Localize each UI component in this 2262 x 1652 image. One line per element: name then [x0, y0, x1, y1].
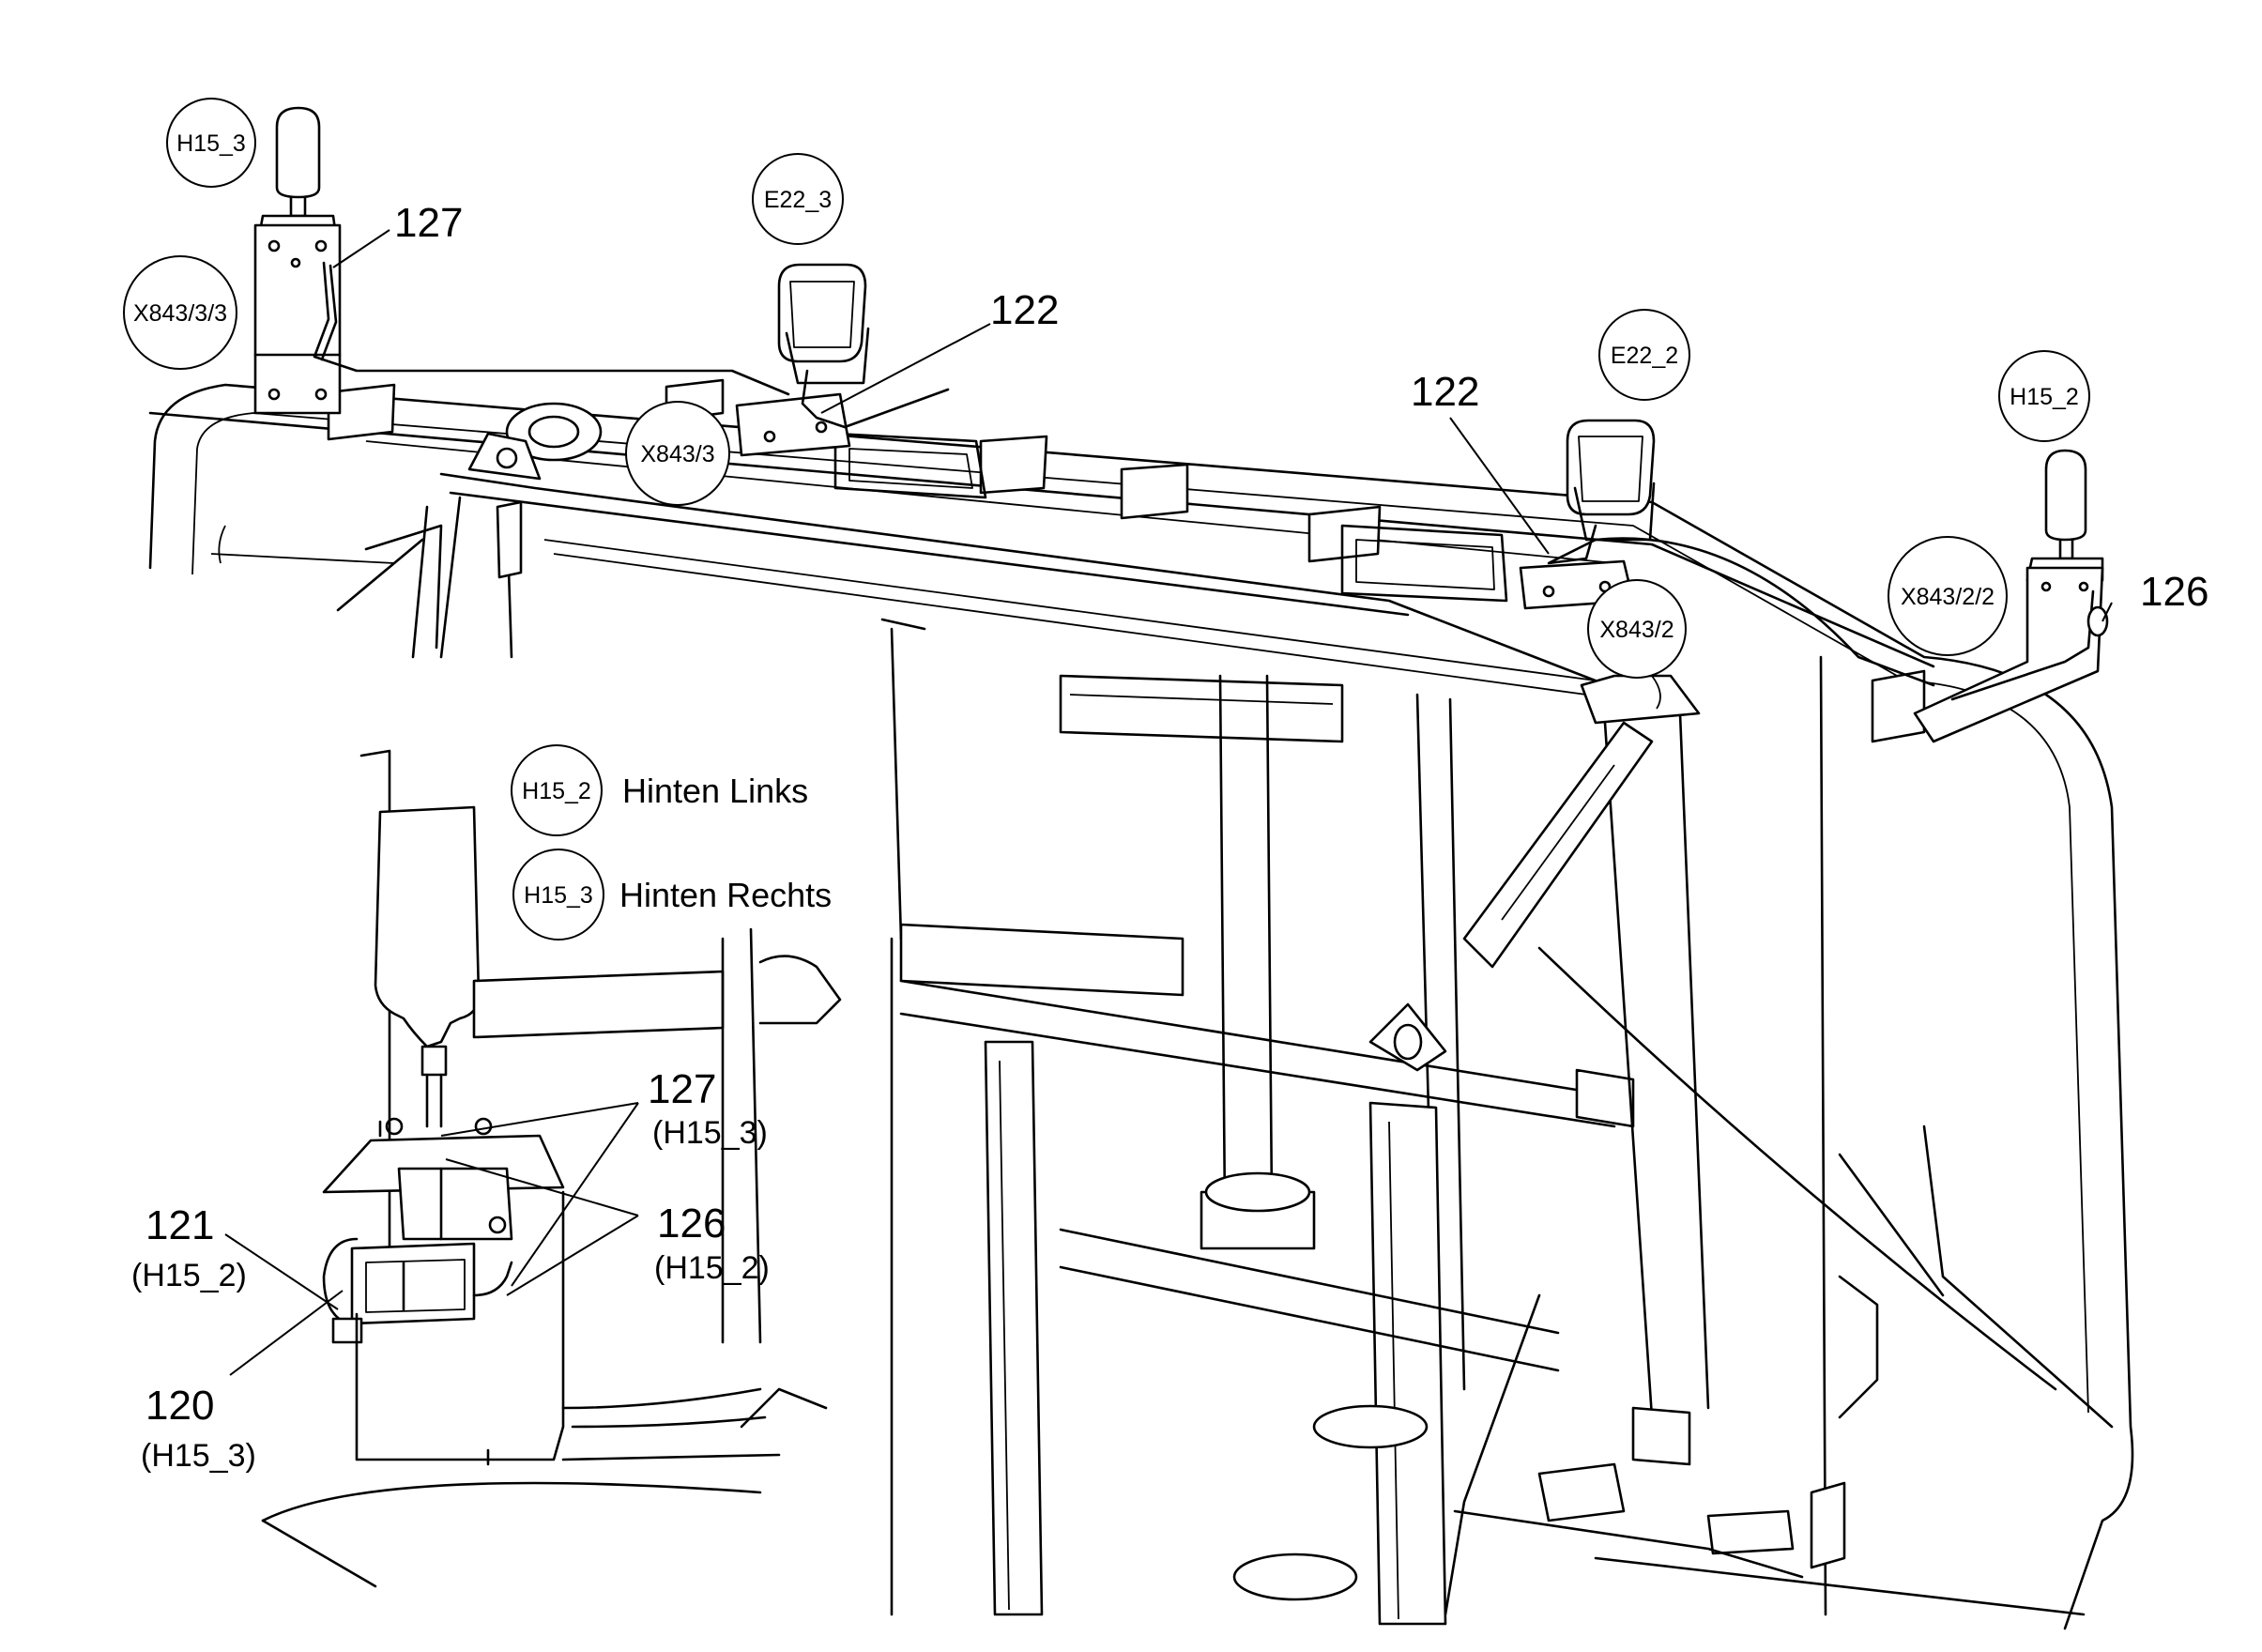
svg-text:H15_3: H15_3 — [524, 882, 593, 909]
callout-121: 121 — [145, 1202, 214, 1248]
left-pivot-mount — [467, 402, 603, 481]
right-pivot-mount — [1580, 674, 1701, 725]
leader-lines — [224, 229, 2113, 1376]
bubble-e22-3: E22_3 — [752, 153, 844, 245]
callout-120-sub: (H15_3) — [141, 1438, 256, 1474]
callout-126-detail: 126 — [657, 1201, 726, 1247]
work-light-e22-2 — [1519, 419, 1935, 687]
callout-120: 120 — [145, 1383, 214, 1429]
detail-inset — [261, 749, 842, 1588]
main-frame — [880, 618, 2114, 1626]
callout-127-detail-sub: (H15_3) — [652, 1115, 768, 1151]
bubble-x843-2: X843/2 — [1587, 579, 1687, 679]
svg-text:E22_3: E22_3 — [764, 187, 832, 213]
svg-text:H15_2: H15_2 — [2010, 384, 2079, 410]
callout-127-detail: 127 — [648, 1066, 716, 1112]
bubble-x843-3: X843/3 — [625, 401, 730, 506]
svg-text:Hinten Rechts: Hinten Rechts — [619, 876, 832, 914]
legend: H15_2 Hinten Links H15_3 Hinten Rechts — [511, 744, 832, 941]
bubble-h15-3-top: H15_3 — [166, 98, 256, 188]
svg-text:H15_3: H15_3 — [176, 130, 246, 157]
bubble-e22-2: E22_2 — [1598, 309, 1690, 401]
legend-item-hinten-links: H15_2 Hinten Links — [511, 744, 808, 836]
roof-pads — [327, 378, 1926, 743]
legend-item-hinten-rechts: H15_3 Hinten Rechts — [512, 849, 832, 941]
svg-text:H15_2: H15_2 — [522, 778, 591, 804]
callout-122-left: 122 — [990, 287, 1059, 333]
svg-text:E22_2: E22_2 — [1611, 343, 1678, 369]
beacon-h15-2-assembly — [1913, 449, 2109, 743]
beacon-h15-3-assembly — [253, 106, 790, 415]
left-structure — [336, 472, 1682, 715]
roof-hatches — [833, 432, 1508, 603]
svg-text:X843/2: X843/2 — [1599, 617, 1674, 643]
bubble-h15-2-top: H15_2 — [1998, 350, 2090, 442]
svg-text:Hinten Links: Hinten Links — [622, 772, 808, 810]
svg-text:X843/3/3: X843/3/3 — [133, 300, 227, 327]
callout-122-right: 122 — [1411, 369, 1479, 415]
svg-text:X843/2/2: X843/2/2 — [1901, 584, 1995, 610]
bubble-x843-2-2: X843/2/2 — [1888, 536, 2008, 656]
callout-127-top: 127 — [394, 200, 463, 246]
callouts: 127 122 122 126 127 (H15_3) 126 (H15_2) … — [131, 200, 2209, 1474]
bubble-x843-3-3: X843/3/3 — [123, 255, 237, 370]
callout-126-right: 126 — [2140, 569, 2209, 615]
callout-121-sub: (H15_2) — [131, 1258, 247, 1293]
svg-text:X843/3: X843/3 — [640, 441, 714, 467]
callout-126-detail-sub: (H15_2) — [654, 1250, 770, 1286]
work-light-e22-3 — [735, 263, 950, 457]
